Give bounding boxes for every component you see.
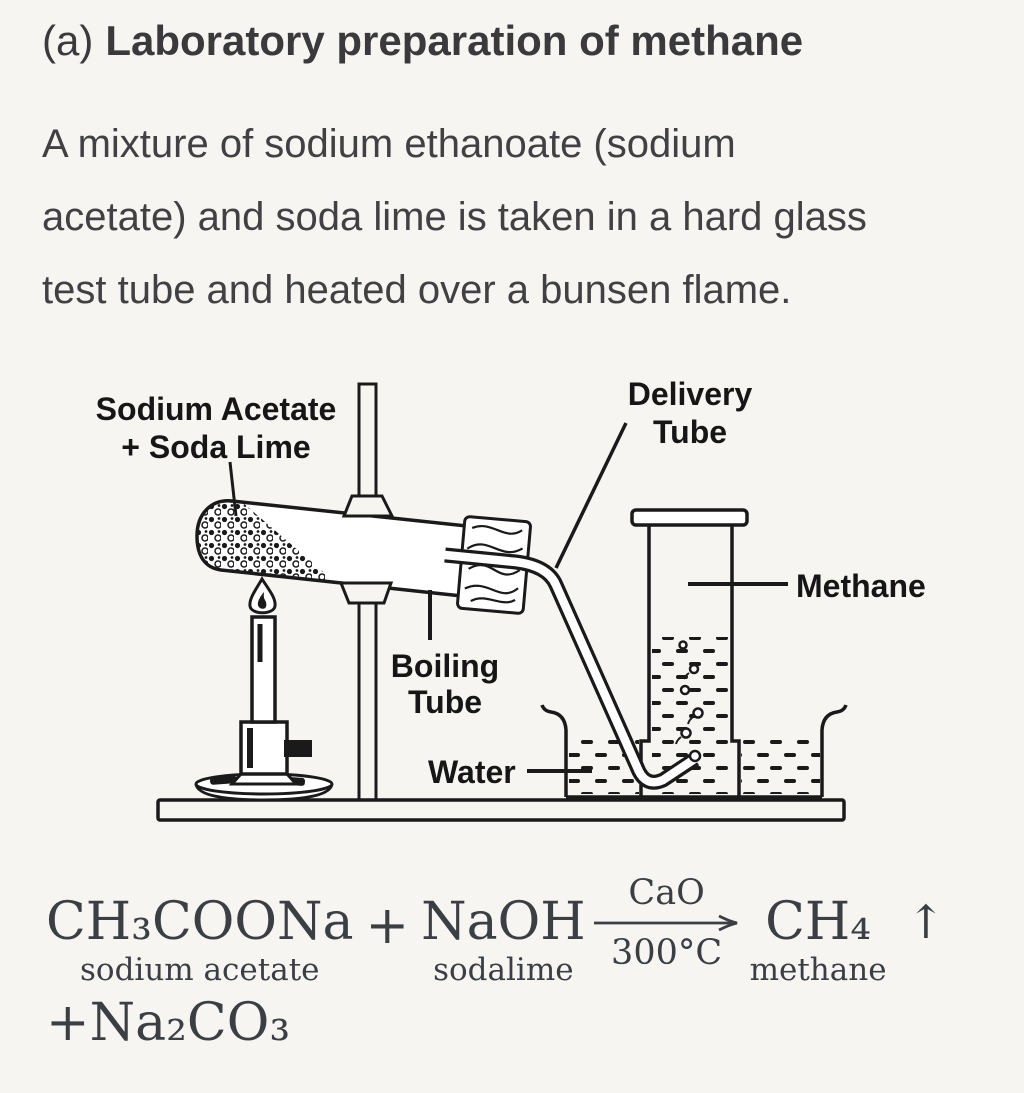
paragraph-line-3: test tube and heated over a bunsen flame… (42, 268, 792, 312)
product-methane: CH₄ methane (750, 892, 887, 987)
mixture-leader-line (228, 461, 238, 517)
label-sodium-acetate: sodium acetate (80, 952, 320, 988)
chemical-equation: CH₃COONa sodium acetate + NaOH sodalime … (46, 872, 945, 1053)
intro-paragraph: A mixture of sodium ethanoate (sodium ac… (42, 108, 982, 327)
delivery-leader-line (554, 422, 628, 569)
clamp-jaw-upper (341, 494, 395, 518)
mixture-label-line1: Sodium Acetate (96, 391, 337, 427)
equation-line-1: CH₃COONa sodium acetate + NaOH sodalime … (46, 872, 945, 987)
delivery-label-line2: Tube (653, 414, 727, 450)
label-sodalime: sodalime (433, 952, 574, 988)
water-trough-right (741, 739, 820, 794)
section-heading: (a) Laboratory preparation of methane (42, 16, 803, 66)
heading-title: Laboratory preparation of methane (105, 17, 804, 64)
clamp-jaw-lower (338, 581, 394, 605)
burner-barrel (250, 615, 277, 724)
reactant-sodalime: NaOH sodalime (421, 892, 585, 987)
delivery-label-line1: Delivery (628, 376, 753, 412)
burner-air-knob (284, 740, 312, 757)
gas-evolution-arrow: ↑ (906, 895, 946, 949)
gas-jar-lid (630, 508, 749, 527)
methane-label: Methane (796, 568, 926, 604)
gas-bubbles (675, 640, 704, 763)
equation-line-2: +Na₂CO₃ (46, 993, 291, 1053)
burner-foot-slot-left (210, 776, 238, 785)
reactant-sodium-acetate: CH₃COONa sodium acetate (46, 892, 354, 987)
boiling-label-line2: Tube (408, 684, 482, 720)
condition-temperature: 300°C (611, 933, 723, 973)
formula-methane: CH₄ (765, 892, 872, 952)
reaction-arrow-group: CaO 300°C (592, 874, 742, 974)
trough-left-wall (540, 704, 568, 797)
stand-base (156, 798, 846, 822)
formula-naoh: NaOH (421, 892, 586, 952)
bunsen-burner (194, 576, 334, 802)
water-label: Water (428, 754, 516, 790)
boiling-label-line1: Boiling (391, 648, 499, 684)
trough-right-wall (820, 704, 848, 797)
water-trough (540, 704, 848, 799)
mixture-label-line2: + Soda Lime (121, 429, 310, 465)
delivery-tube-bore (440, 550, 702, 787)
plus-operator: + (365, 896, 410, 956)
condition-cao: CaO (628, 873, 705, 913)
paragraph-line-2: acetate) and soda lime is taken in a har… (42, 195, 867, 239)
reaction-arrow (593, 914, 737, 932)
burner-flame-inner (257, 592, 267, 609)
apparatus-diagram: Sodium Acetate + Soda Lime Delivery Tube… (96, 376, 926, 822)
label-methane: methane (749, 952, 887, 988)
heading-prefix: (a) (42, 17, 94, 64)
formula-sodium-acetate: CH₃COONa (46, 892, 354, 952)
paragraph-line-1: A mixture of sodium ethanoate (sodium (42, 122, 736, 166)
